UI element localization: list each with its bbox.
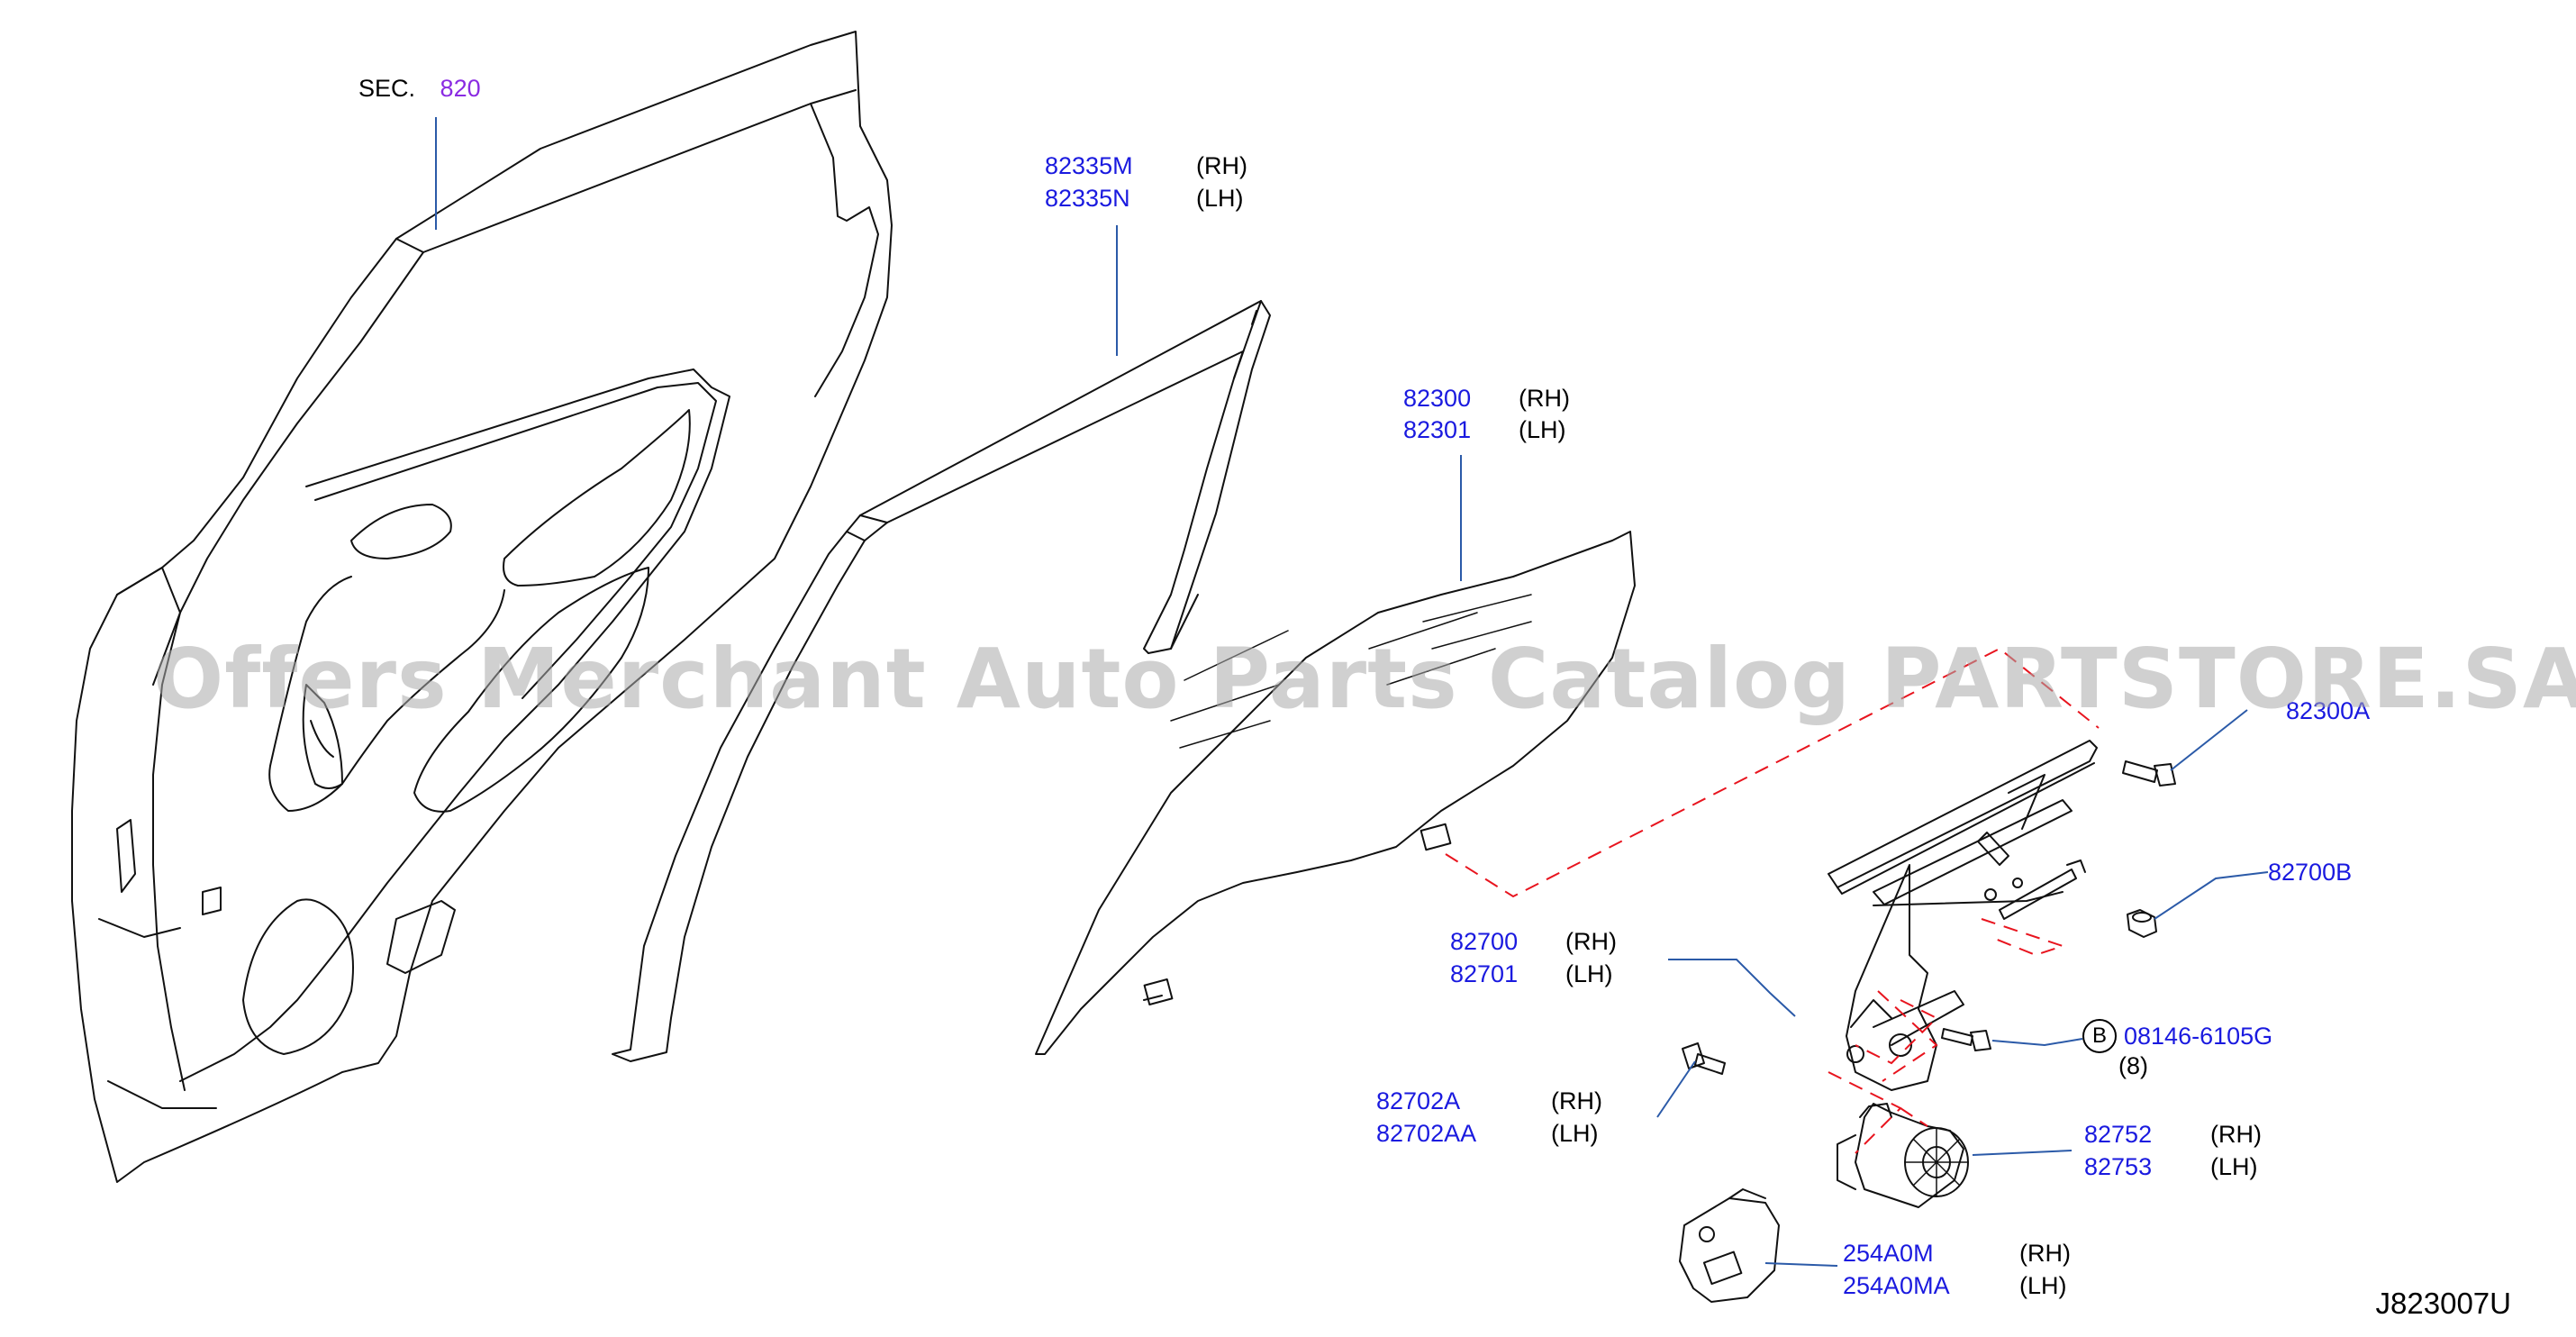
reference-dash-lines [1445, 647, 2100, 1154]
regulator-rh-side: (RH) [1565, 928, 1617, 955]
bolt-lh-side: (LH) [1551, 1120, 1599, 1147]
section-reference[interactable]: SEC. 820 [358, 73, 481, 104]
leader-lines [435, 117, 2269, 1267]
switch-lh-side: (LH) [2019, 1272, 2067, 1299]
door-panel [71, 31, 893, 1183]
switch-rh-part-number[interactable]: 254A0M [1843, 1240, 1934, 1267]
glass-lh-side: (LH) [1519, 416, 1566, 443]
fastener-regulator-bolt [1682, 1042, 1726, 1075]
glass-rh-side: (RH) [1519, 385, 1570, 412]
regulator-lh-side: (LH) [1565, 960, 1613, 987]
motor-rh-part-number[interactable]: 82752 [2084, 1121, 2153, 1148]
bolt-rh-part-number[interactable]: 82702A [1376, 1087, 1461, 1114]
glass-rh-part-number[interactable]: 82300 [1403, 385, 1472, 412]
door-switch [1679, 1188, 1780, 1303]
bolt-rh-side: (RH) [1551, 1087, 1602, 1114]
switch-lh-part-number[interactable]: 254A0MA [1843, 1272, 1950, 1299]
sash-lh-part-number[interactable]: 82335N [1045, 185, 1130, 212]
regulator-motor [1837, 1103, 1969, 1208]
nut-part-number[interactable]: 82700B [2268, 859, 2353, 886]
sash-lh-side: (LH) [1196, 185, 1244, 212]
motor-lh-part-number[interactable]: 82753 [2084, 1153, 2153, 1180]
screw-quantity: (8) [2118, 1052, 2148, 1079]
regulator-rh-part-number[interactable]: 82700 [1450, 928, 1519, 955]
section-prefix: SEC. [358, 75, 416, 102]
door-glass [1035, 531, 1636, 1055]
glass-bolt-part-number[interactable]: 82300A [2286, 697, 2371, 724]
fastener-glass-bolt [2122, 760, 2176, 787]
section-number: 820 [440, 75, 481, 102]
sash-rh-part-number[interactable]: 82335M [1045, 152, 1133, 179]
screw-marker-b: B [2082, 1019, 2117, 1053]
motor-rh-side: (RH) [2210, 1121, 2262, 1148]
watermark: Offers Merchant Auto Parts Catalog PARTS… [153, 631, 2576, 727]
motor-lh-side: (LH) [2210, 1153, 2258, 1180]
switch-rh-side: (RH) [2019, 1240, 2071, 1267]
fastener-screw [1941, 1028, 1991, 1051]
screw-part-number[interactable]: 08146-6105G [2124, 1023, 2273, 1050]
fastener-nut [2127, 909, 2157, 938]
diagram-code: J823007U [2375, 1287, 2511, 1320]
sash-channel [612, 300, 1271, 1062]
regulator-lh-part-number[interactable]: 82701 [1450, 960, 1519, 987]
sash-rh-side: (RH) [1196, 152, 1247, 179]
bolt-lh-part-number[interactable]: 82702AA [1376, 1120, 1477, 1147]
window-regulator [1828, 740, 2098, 1091]
glass-lh-part-number[interactable]: 82301 [1403, 416, 1472, 443]
